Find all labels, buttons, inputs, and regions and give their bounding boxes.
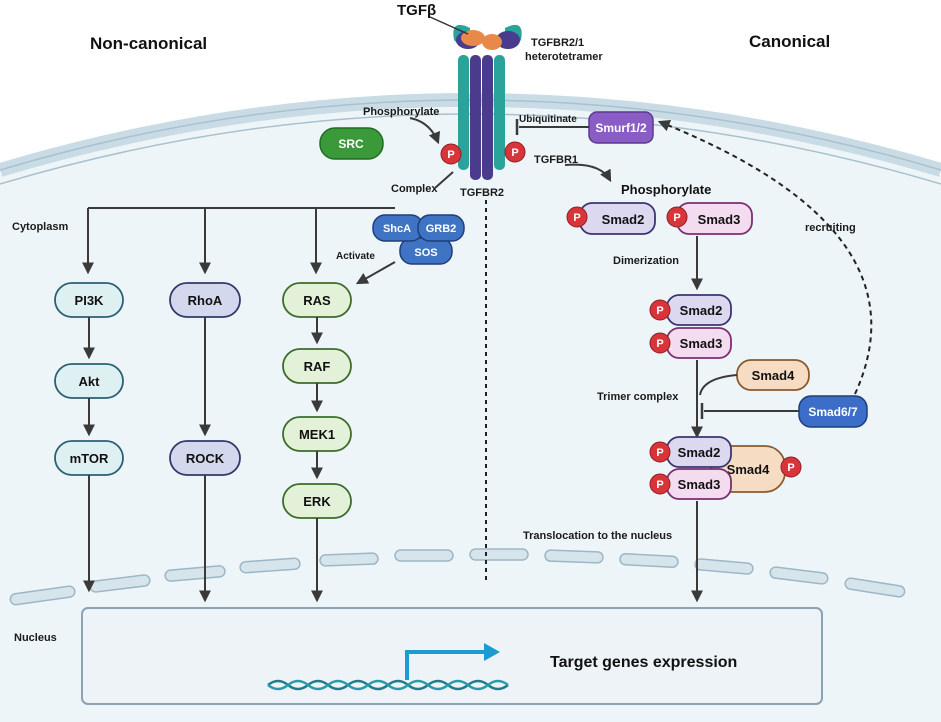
recruiting-arrow: [657, 119, 873, 395]
svg-text:P: P: [656, 447, 663, 459]
nuclear-envelope: [9, 548, 906, 606]
smad2-phospho: Smad2 P: [566, 202, 656, 235]
svg-text:P: P: [673, 212, 680, 224]
svg-text:MEK1: MEK1: [299, 427, 335, 442]
svg-text:RhoA: RhoA: [188, 293, 223, 308]
svg-text:Smad6/7: Smad6/7: [808, 405, 858, 419]
svg-text:RAF: RAF: [304, 359, 331, 374]
smad3-phospho: Smad3 P: [666, 202, 753, 235]
svg-text:Smad4: Smad4: [752, 368, 795, 383]
ligand-label: TGFβ: [397, 2, 436, 19]
smurf-node: Smurf1/2: [588, 111, 654, 144]
svg-text:ERK: ERK: [303, 494, 331, 509]
sos-node: SOS: [414, 247, 437, 259]
phosphorylate-src-label: Phosphorylate: [363, 106, 439, 118]
complex-label: Complex: [391, 183, 438, 195]
p-badge-receptor-right: P: [504, 141, 526, 163]
recruiting-label: recruiting: [805, 222, 856, 234]
smad67-node: Smad6/7: [798, 395, 868, 428]
dimerization-label: Dimerization: [613, 255, 679, 267]
svg-text:mTOR: mTOR: [70, 451, 109, 466]
rhoa-node: RhoA: [169, 282, 241, 318]
svg-text:Smad2: Smad2: [678, 445, 721, 460]
nucleus-box: [81, 607, 823, 705]
svg-text:Smad4: Smad4: [727, 462, 770, 477]
shc-grb2-sos-complex: ShcA GRB2 SOS: [372, 214, 465, 265]
svg-text:Smad3: Smad3: [680, 336, 723, 351]
svg-text:SRC: SRC: [338, 137, 364, 151]
svg-text:P: P: [656, 338, 663, 350]
svg-text:Smad3: Smad3: [678, 477, 721, 492]
erk-node: ERK: [282, 483, 352, 519]
svg-text:Smad2: Smad2: [680, 303, 723, 318]
ubiquitinate-label: Ubiquitinate: [519, 114, 577, 125]
rock-node: ROCK: [169, 440, 241, 476]
title-non-canonical: Non-canonical: [90, 34, 207, 53]
svg-text:Smurf1/2: Smurf1/2: [595, 121, 647, 135]
title-canonical: Canonical: [749, 32, 830, 51]
p-badge-receptor-left: P: [440, 143, 462, 165]
svg-text:ROCK: ROCK: [186, 451, 225, 466]
smad4-node: Smad4: [736, 359, 810, 391]
akt-node: Akt: [54, 363, 124, 399]
target-genes-label: Target genes expression: [550, 654, 737, 671]
svg-text:Akt: Akt: [79, 374, 101, 389]
svg-text:PI3K: PI3K: [75, 293, 105, 308]
phosphorylate-smad-label: Phosphorylate: [621, 182, 711, 197]
trimer-complex-label: Trimer complex: [597, 391, 679, 403]
mtor-node: mTOR: [54, 440, 124, 476]
promoter-arrow: [405, 643, 500, 680]
svg-text:P: P: [787, 462, 794, 474]
svg-text:P: P: [447, 149, 454, 161]
translocation-label: Translocation to the nucleus: [523, 530, 672, 542]
mek1-node: MEK1: [282, 416, 352, 452]
svg-text:P: P: [573, 212, 580, 224]
pi3k-node: PI3K: [54, 282, 124, 318]
svg-text:P: P: [656, 305, 663, 317]
activate-label: Activate: [336, 251, 375, 262]
tgfbr-receptor: [453, 24, 522, 180]
shca-node: ShcA: [383, 223, 411, 235]
svg-text:Smad2: Smad2: [602, 212, 645, 227]
cytoplasm-label: Cytoplasm: [12, 221, 68, 233]
raf-node: RAF: [282, 348, 352, 384]
svg-text:P: P: [656, 479, 663, 491]
dna-helix: [267, 679, 509, 691]
smad-trimer: Smad4 P Smad2 Smad3 P P: [649, 436, 802, 500]
smad2-smad3-dimer: Smad2 Smad3 P P: [649, 294, 732, 359]
svg-text:RAS: RAS: [303, 293, 331, 308]
ras-node: RAS: [282, 282, 352, 318]
svg-text:Smad3: Smad3: [698, 212, 741, 227]
nucleus-label: Nucleus: [14, 632, 57, 644]
tgfbr1-label: TGFBR1: [534, 154, 578, 166]
src-node: SRC: [319, 127, 384, 160]
receptor-complex-label-2: heterotetramer: [525, 51, 603, 63]
receptor-complex-label: TGFBR2/1: [531, 37, 584, 49]
grb2-node: GRB2: [426, 223, 457, 235]
tgfbr2-label: TGFBR2: [460, 187, 504, 199]
svg-text:P: P: [511, 147, 518, 159]
